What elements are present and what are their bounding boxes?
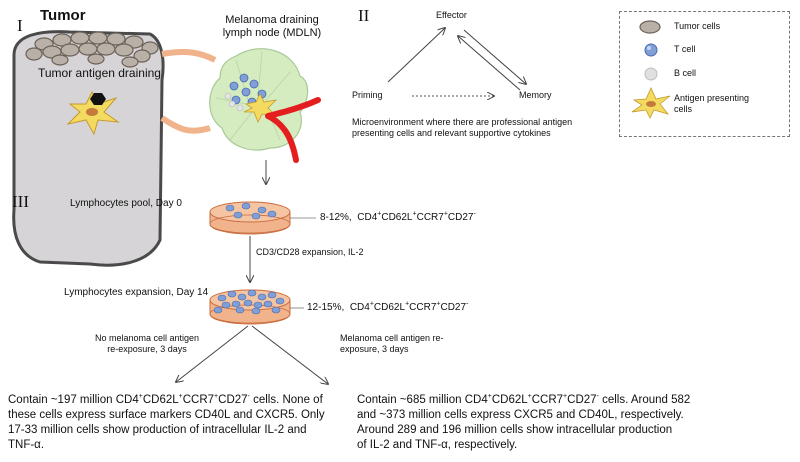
right-branch-line1: Melanoma cell antigen re- bbox=[340, 333, 444, 343]
priming-label: Priming bbox=[352, 90, 383, 100]
left-result-text: Contain ~197 million CD4+CD62L+CCR7+CD27… bbox=[8, 393, 338, 453]
arrow-branch-left bbox=[176, 325, 249, 382]
marker-cd62l: CD62L bbox=[381, 212, 413, 223]
right-result-line1-pre: Contain ~685 million bbox=[357, 394, 465, 406]
arrow-priming-to-effector bbox=[387, 28, 445, 83]
pool-percent: 8-12%, bbox=[320, 212, 352, 223]
legend-label-b-cell: B cell bbox=[674, 68, 697, 78]
sup-pos: + bbox=[563, 393, 568, 401]
right-result-line1-post: cells. Around 582 bbox=[598, 394, 691, 406]
right-branch-label: Melanoma cell antigen re- exposure, 3 da… bbox=[340, 333, 444, 355]
right-result-line3: Around 289 and 196 million cells show in… bbox=[357, 424, 673, 436]
dish-day14 bbox=[209, 289, 291, 325]
legend-tumor-cell-icon bbox=[639, 20, 661, 34]
legend-t-cell-icon bbox=[644, 43, 658, 57]
microenvironment-note-line1: Microenvironment where there are profess… bbox=[352, 117, 573, 127]
pool-label: Lymphocytes pool, Day 0 bbox=[70, 198, 182, 209]
memory-label: Memory bbox=[519, 90, 552, 100]
dish-day0 bbox=[209, 201, 291, 235]
expansion-label: Lymphocytes expansion, Day 14 bbox=[64, 287, 209, 298]
legend-label-apc-line1: Antigen presenting bbox=[674, 93, 750, 103]
blood-vessel bbox=[265, 97, 321, 163]
sup-pos: + bbox=[214, 393, 219, 401]
panel-label-3: III bbox=[12, 192, 29, 211]
legend-apc-icon bbox=[631, 87, 671, 119]
mdln-label: Melanoma draining lymph node (MDLN) bbox=[216, 14, 328, 40]
expansion-percent: 12-15%, bbox=[307, 302, 345, 313]
sup-pos: + bbox=[443, 210, 448, 218]
pool-phenotype: 8-12%, CD4+CD62L+CCR7+CD27- bbox=[320, 210, 476, 224]
marker-cd4: CD4 bbox=[464, 394, 488, 406]
sup-pos: + bbox=[412, 210, 417, 218]
sup-neg: - bbox=[473, 210, 476, 218]
marker-cd27: CD27 bbox=[447, 212, 474, 223]
microenvironment-note-line2: presenting cells and relevant supportive… bbox=[352, 128, 551, 138]
marker-cd27: CD27 bbox=[567, 394, 597, 406]
mdln-label-line2: lymph node (MDLN) bbox=[222, 27, 322, 39]
drainage-connector-top bbox=[161, 49, 217, 63]
left-branch-label: No melanoma cell antigen re-exposure, 3 … bbox=[95, 333, 199, 355]
left-result-line3: 17-33 million cells show production of i… bbox=[8, 424, 307, 436]
legend-label-tumor-cells: Tumor cells bbox=[674, 21, 721, 31]
sup-pos: + bbox=[138, 393, 143, 401]
sup-pos: + bbox=[527, 393, 532, 401]
sup-neg: - bbox=[247, 393, 250, 401]
marker-cd62l: CD62L bbox=[373, 302, 406, 313]
marker-ccr7: CCR7 bbox=[409, 302, 437, 313]
marker-cd4: CD4 bbox=[357, 212, 378, 223]
sup-pos: + bbox=[405, 300, 410, 308]
arrow-effector-to-memory bbox=[463, 29, 526, 84]
tumor-title: Tumor bbox=[40, 7, 86, 24]
microenvironment-note: Microenvironment where there are profess… bbox=[352, 117, 572, 139]
marker-ccr7: CCR7 bbox=[416, 212, 444, 223]
legend-label-apc-line2: cells bbox=[674, 104, 693, 114]
marker-cd27: CD27 bbox=[218, 394, 248, 406]
sup-pos: + bbox=[178, 393, 183, 401]
sup-neg: - bbox=[596, 393, 599, 401]
left-result-line1-post: cells. None of bbox=[249, 394, 323, 406]
expansion-phenotype: 12-15%, CD4+CD62L+CCR7+CD27- bbox=[307, 300, 469, 314]
sup-pos: + bbox=[436, 300, 441, 308]
marker-cd62l: CD62L bbox=[491, 394, 528, 406]
sup-pos: + bbox=[369, 300, 374, 308]
tumor-mass bbox=[12, 30, 165, 267]
effector-label: Effector bbox=[436, 10, 467, 20]
left-result-line2: these cells express surface markers CD40… bbox=[8, 409, 325, 421]
panel-label-2: II bbox=[358, 6, 370, 25]
tumor-draining-label: Tumor antigen draining bbox=[38, 66, 161, 80]
sup-neg: - bbox=[466, 300, 469, 308]
drainage-connector-bottom bbox=[160, 115, 211, 134]
tumor-antigen-marker bbox=[90, 93, 106, 105]
legend-box bbox=[619, 11, 790, 137]
marker-cd27: CD27 bbox=[440, 302, 467, 313]
left-result-line1: Contain ~197 million CD4+CD62L+CCR7+CD27… bbox=[8, 393, 338, 408]
left-result-line4: TNF-α. bbox=[8, 439, 45, 451]
arrow-branch-right bbox=[251, 325, 328, 384]
right-result-line4: of IL-2 and TNF-α, respectively. bbox=[357, 439, 518, 451]
legend-b-cell-icon bbox=[644, 67, 658, 81]
marker-cd4: CD4 bbox=[115, 394, 139, 406]
legend-label-t-cell: T cell bbox=[674, 44, 696, 54]
left-branch-line1: No melanoma cell antigen bbox=[95, 333, 200, 343]
marker-cd62l: CD62L bbox=[142, 394, 179, 406]
right-result-text: Contain ~685 million CD4+CD62L+CCR7+CD27… bbox=[357, 393, 697, 453]
sup-pos: + bbox=[487, 393, 492, 401]
tumor-cells-cluster bbox=[25, 31, 159, 68]
mdln-label-line1: Melanoma draining bbox=[225, 14, 319, 26]
marker-ccr7: CCR7 bbox=[182, 394, 215, 406]
panel-label-1: I bbox=[17, 16, 23, 35]
marker-cd4: CD4 bbox=[349, 302, 370, 313]
arrow-memory-to-effector bbox=[458, 36, 521, 91]
left-result-line1-pre: Contain ~197 million bbox=[8, 394, 116, 406]
expansion-step-label: CD3/CD28 expansion, IL-2 bbox=[256, 247, 364, 257]
right-result-line1: Contain ~685 million CD4+CD62L+CCR7+CD27… bbox=[357, 393, 697, 408]
node-b-cells bbox=[224, 92, 244, 112]
sup-pos: + bbox=[377, 210, 382, 218]
marker-ccr7: CCR7 bbox=[531, 394, 564, 406]
left-branch-line2: re-exposure, 3 days bbox=[107, 344, 187, 354]
legend-label-apc: Antigen presenting cells bbox=[674, 93, 749, 115]
right-branch-line2: exposure, 3 days bbox=[340, 344, 409, 354]
right-result-line2: and ~373 million cells express CXCR5 and… bbox=[357, 409, 684, 421]
